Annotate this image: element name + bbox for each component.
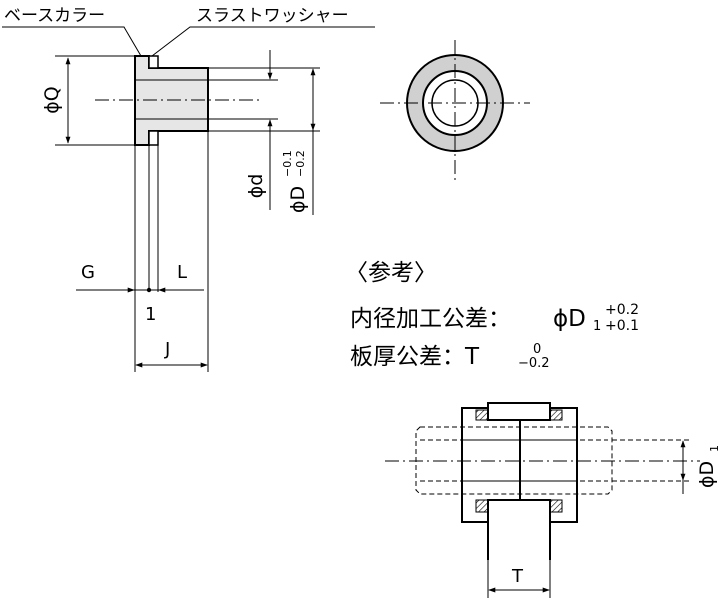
phi-d-label: ϕd xyxy=(245,174,267,199)
bore-tolerance-sub: 1 xyxy=(593,319,601,334)
phi-D1-label: ϕD xyxy=(696,461,718,488)
plate-tolerance-label: 板厚公差：T xyxy=(350,344,480,370)
l-label: L xyxy=(177,262,187,283)
plate-tolerance-upper: 0 xyxy=(533,342,541,357)
side-view: ϕQ ϕd ϕD −0.1 −0.2 G L 1 J xyxy=(2,6,375,372)
one-label: 1 xyxy=(145,304,156,325)
phi-D1-sub: 1 xyxy=(708,445,721,452)
end-view xyxy=(380,40,530,180)
phi-D-tol-upper: −0.1 xyxy=(281,150,294,177)
left-collar xyxy=(461,407,521,523)
bore-tolerance-upper: +0.2 xyxy=(605,302,639,318)
right-collar xyxy=(519,407,578,523)
thrust-washer-callout: スラストワッシャー xyxy=(196,6,349,26)
phi-D-tol-lower: −0.2 xyxy=(294,150,307,177)
shaft-outline xyxy=(415,426,613,495)
bore-tolerance-symbol: ϕD xyxy=(553,306,586,332)
assembly-section: ϕD 1 T xyxy=(385,402,721,598)
reference-heading: 〈参考〉 xyxy=(345,260,437,286)
base-collar-leader xyxy=(2,26,142,57)
g-label: G xyxy=(81,262,95,283)
base-collar-callout: ベースカラー xyxy=(4,6,105,26)
t-label: T xyxy=(511,566,524,587)
bore-tolerance-lower: +0.1 xyxy=(605,318,639,334)
reference-notes: 〈参考〉 内径加工公差： ϕD 1 +0.2 +0.1 板厚公差：T 0 −0.… xyxy=(345,260,639,371)
thrust-washer-leader xyxy=(151,26,375,57)
phi-D-label: ϕD xyxy=(287,186,309,213)
plate-tolerance-lower: −0.2 xyxy=(518,356,550,371)
phi-q-label: ϕQ xyxy=(41,86,63,114)
j-label: J xyxy=(164,339,170,360)
bore-tolerance-label: 内径加工公差： xyxy=(350,306,511,332)
